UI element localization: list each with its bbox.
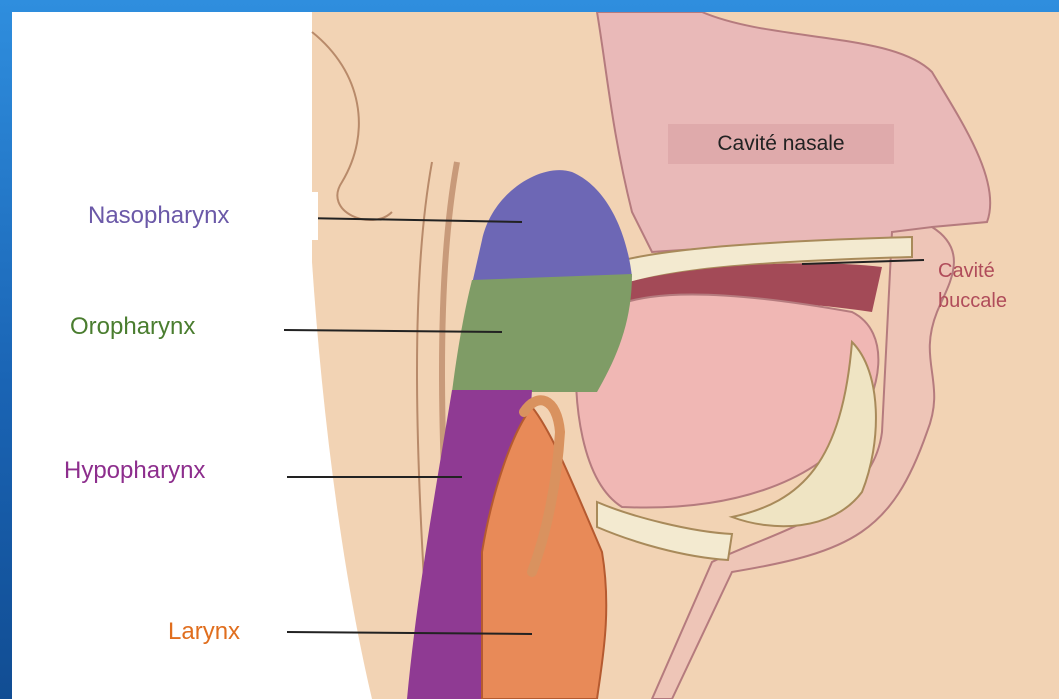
oropharynx-label: Oropharynx bbox=[70, 312, 195, 342]
anatomy-illustration bbox=[12, 12, 1059, 699]
oral-cavity-label: Cavité buccale bbox=[938, 256, 1007, 316]
nasal-cavity-label: Cavité nasale bbox=[668, 124, 894, 164]
larynx-label: Larynx bbox=[168, 617, 240, 647]
hypopharynx-label: Hypopharynx bbox=[64, 456, 205, 486]
slide-canvas: Nasopharynx Oropharynx Hypopharynx Laryn… bbox=[12, 12, 1059, 699]
nasopharynx-label: Nasopharynx bbox=[74, 192, 318, 240]
oropharynx-region bbox=[452, 274, 632, 392]
